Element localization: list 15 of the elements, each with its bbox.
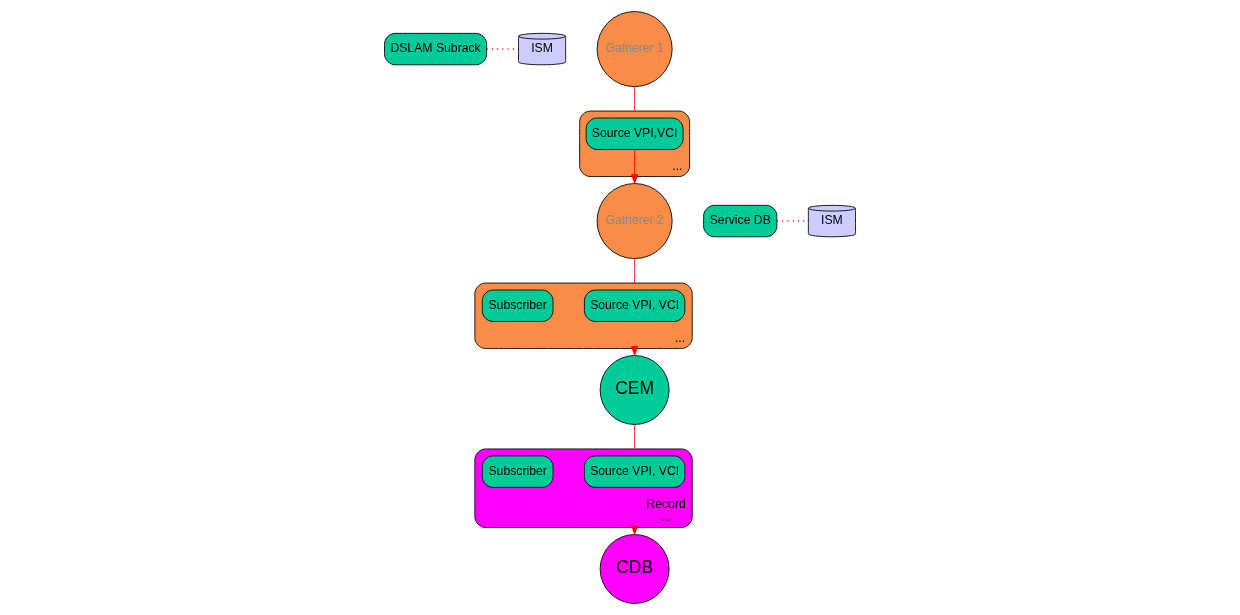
arrow xyxy=(631,149,639,184)
node-box: Source VPI, VCI xyxy=(584,455,686,488)
node-box: Source VPI, VCI xyxy=(584,289,686,322)
node-box: DSLAM Subrack xyxy=(384,32,488,66)
node-circle: Gatherer 2 xyxy=(596,183,673,260)
node-circle: Gatherer 1 xyxy=(596,11,673,88)
node-box: Source VPI,VCI xyxy=(585,117,684,150)
connector xyxy=(634,86,636,112)
node-circle: CDB xyxy=(599,534,670,604)
node-box: Subscriber xyxy=(481,455,554,488)
node-box: Service DB xyxy=(703,204,778,238)
connector xyxy=(634,258,636,284)
node-box: Subscriber xyxy=(481,289,554,322)
node-circle: CEM xyxy=(599,355,670,425)
connector xyxy=(634,424,636,450)
